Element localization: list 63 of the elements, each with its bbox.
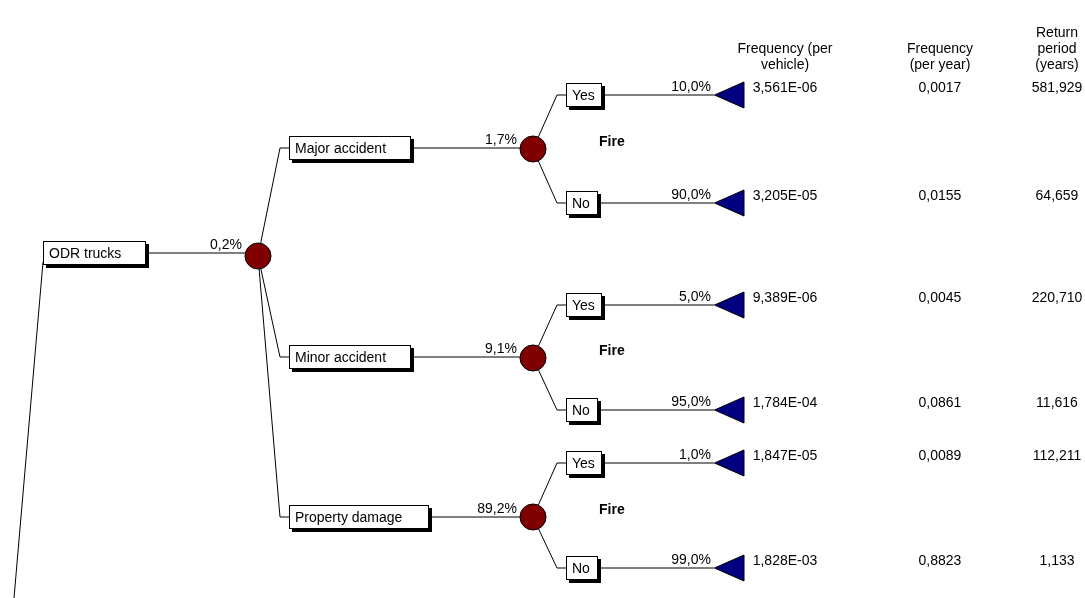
chance-node-circle (519, 503, 547, 531)
value-text: 1,847E-05 (752, 447, 818, 463)
event-box: ODR trucks (43, 241, 146, 265)
value-text: 1,828E-03 (752, 552, 818, 568)
edge-label: 89,2% (477, 500, 517, 516)
connector-line (258, 268, 290, 518)
edge-label: 95,0% (671, 393, 711, 409)
chance-node-circle (244, 242, 272, 270)
event-box: Yes (566, 83, 602, 107)
edge-label: 99,0% (671, 551, 711, 567)
edge-label: 10,0% (671, 78, 711, 94)
connector-line (260, 268, 290, 358)
value-text: 9,389E-06 (752, 289, 818, 305)
event-box: Major accident (289, 136, 411, 160)
chance-node-circle (519, 344, 547, 372)
connector-line (537, 304, 567, 347)
end-node-triangle (714, 449, 745, 477)
value-text: 0,8823 (918, 552, 962, 568)
value-text: 112,211 (1032, 447, 1082, 463)
edge-label: 1,7% (485, 131, 517, 147)
value-text: 0,0017 (918, 79, 962, 95)
value-text: 3,205E-05 (752, 187, 818, 203)
value-text: 11,616 (1036, 394, 1078, 410)
value-text: 581,929 (1031, 79, 1083, 95)
end-node-triangle (714, 291, 745, 319)
value-text: 1,133 (1039, 552, 1075, 568)
event-box: Yes (566, 451, 602, 475)
edge-label: 1,0% (679, 446, 711, 462)
event-box: Yes (566, 293, 602, 317)
column-header: Return period (years) (1034, 24, 1080, 72)
value-text: 0,0089 (918, 447, 962, 463)
event-box: Minor accident (289, 345, 411, 369)
branch-label: Fire (599, 342, 625, 358)
value-text: 220,710 (1031, 289, 1083, 305)
end-node-triangle (714, 396, 745, 424)
edge-label: 90,0% (671, 186, 711, 202)
event-box: No (566, 398, 598, 422)
edge-label: 0,2% (210, 236, 242, 252)
event-box: No (566, 191, 598, 215)
value-text: 0,0155 (918, 187, 962, 203)
edge-label: 9,1% (485, 340, 517, 356)
column-header: Frequency (per year) (905, 40, 975, 72)
connector-line (537, 94, 567, 138)
event-box: Property damage (289, 505, 429, 529)
value-text: 3,561E-06 (752, 79, 818, 95)
connector-line (537, 462, 567, 506)
connector-line (537, 369, 567, 411)
value-text: 1,784E-04 (752, 394, 818, 410)
column-header: Frequency (per vehicle) (736, 40, 834, 72)
value-text: 0,0861 (918, 394, 962, 410)
end-node-triangle (714, 81, 745, 109)
end-node-triangle (714, 554, 745, 582)
branch-label: Fire (599, 133, 625, 149)
value-text: 64,659 (1035, 187, 1079, 203)
end-node-triangle (714, 189, 745, 217)
event-box: No (566, 556, 598, 580)
value-text: 0,0045 (918, 289, 962, 305)
connector-line (260, 147, 290, 244)
edge-label: 5,0% (679, 288, 711, 304)
chance-node-circle (519, 135, 547, 163)
connector-line (537, 160, 567, 204)
branch-label: Fire (599, 501, 625, 517)
connector-line (538, 528, 567, 569)
